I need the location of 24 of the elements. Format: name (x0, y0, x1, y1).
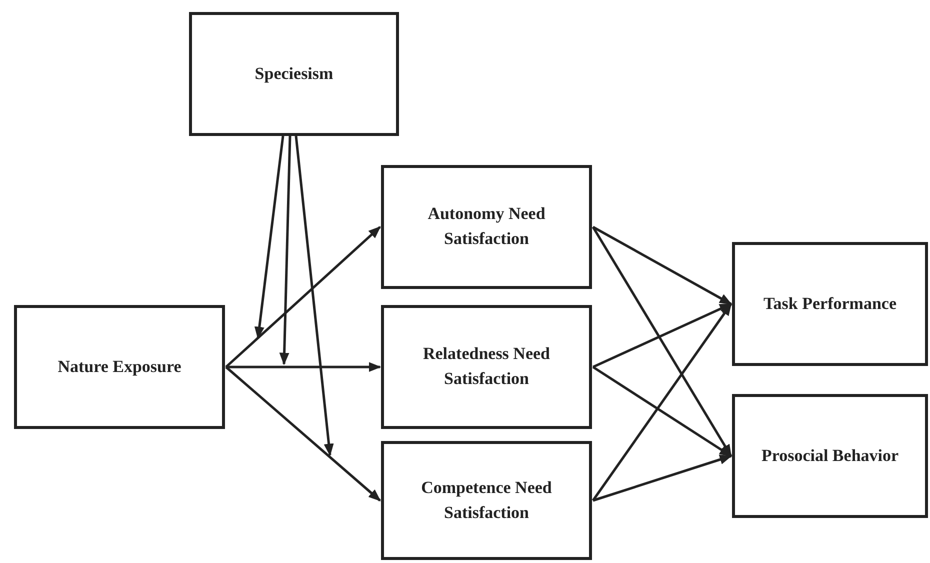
arrow (592, 454, 732, 502)
variable-box (381, 165, 592, 289)
arrow (592, 226, 732, 306)
arrow (279, 136, 292, 366)
variable-box (381, 441, 592, 560)
variable-box (381, 305, 592, 429)
variable-label: Autonomy Need Satisfaction (426, 203, 546, 250)
variable-label: Relatedness Need Satisfaction (422, 343, 551, 390)
arrow (592, 226, 732, 458)
arrow (254, 136, 284, 340)
arrow (294, 136, 334, 456)
variable-box (732, 242, 928, 366)
variable-box (14, 305, 225, 429)
variable-label: Task Performance (764, 292, 896, 315)
variable-box (189, 12, 399, 136)
variable-label: Prosocial Behavior (761, 444, 899, 467)
arrow (592, 302, 732, 502)
arrow (225, 366, 381, 502)
variable-label: Speciesism (254, 62, 334, 85)
arrow (226, 362, 382, 372)
arrow (225, 226, 381, 368)
variable-box (732, 394, 928, 518)
variable-label: Competence Need Satisfaction (420, 476, 553, 524)
variable-label: Nature Exposure (58, 356, 182, 378)
